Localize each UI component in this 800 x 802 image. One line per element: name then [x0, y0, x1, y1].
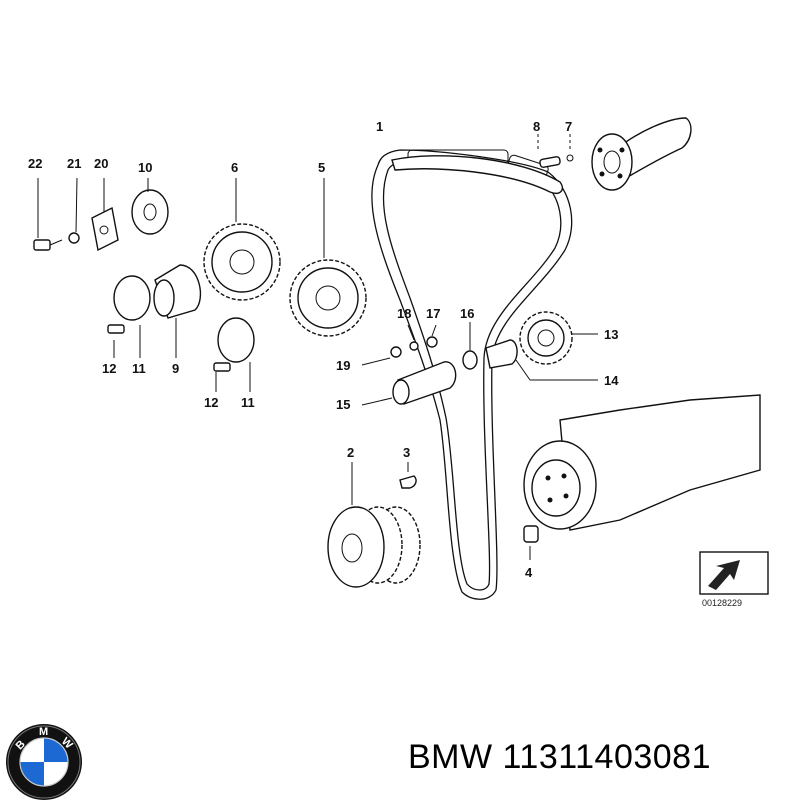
callout-14: 14 — [604, 373, 619, 388]
callout-11-b: 11 — [241, 395, 255, 410]
logo-letter-m: M — [39, 726, 48, 738]
part-5-sprocket — [289, 178, 367, 337]
callout-10: 10 — [138, 160, 152, 175]
callout-13: 13 — [604, 327, 618, 342]
callout-17: 17 — [426, 306, 440, 321]
bmw-logo-icon: B M W — [6, 724, 82, 800]
part-13-sprocket — [519, 311, 598, 365]
crankshaft — [523, 394, 761, 531]
parts-10-20-21-22 — [33, 177, 169, 252]
callout-labels: 1 2 3 4 5 6 7 8 9 10 11 11 12 12 13 14 1… — [28, 119, 742, 608]
callout-20: 20 — [94, 156, 108, 171]
part-2-crank-sprocket — [327, 462, 421, 588]
callout-9: 9 — [172, 361, 179, 376]
reference-code: 00128229 — [702, 598, 742, 608]
part-4-bearing — [523, 525, 539, 560]
caption-part-number: 11311403081 — [502, 738, 712, 776]
part-1-chain-guide — [391, 155, 564, 194]
parts-15-19-tensioner — [361, 322, 598, 406]
callout-21: 21 — [67, 156, 81, 171]
callout-12-a: 12 — [102, 361, 116, 376]
callout-1: 1 — [376, 119, 383, 134]
callout-11-a: 11 — [132, 361, 146, 376]
part-7-8-camshaft — [537, 117, 692, 191]
reference-icon — [699, 551, 769, 595]
callout-2: 2 — [347, 445, 354, 460]
callout-4: 4 — [525, 565, 533, 580]
callout-6: 6 — [231, 160, 238, 175]
callout-5: 5 — [318, 160, 325, 175]
callout-22: 22 — [28, 156, 42, 171]
callout-19: 19 — [336, 358, 350, 373]
part-6-sprocket — [203, 178, 281, 301]
callout-7: 7 — [565, 119, 572, 134]
part-caption: BMW 11311403081 — [408, 738, 711, 777]
parts-9-11-12-left — [107, 264, 255, 392]
part-3-key — [399, 462, 417, 489]
callout-3: 3 — [403, 445, 410, 460]
timing-chain-exploded-diagram: 1 2 3 4 5 6 7 8 9 10 11 11 12 12 13 14 1… — [28, 117, 769, 608]
callout-16: 16 — [460, 306, 474, 321]
callout-15: 15 — [336, 397, 350, 412]
callout-12-b: 12 — [204, 395, 218, 410]
callout-18: 18 — [397, 306, 411, 321]
callout-8: 8 — [533, 119, 540, 134]
caption-brand: BMW — [408, 738, 493, 776]
